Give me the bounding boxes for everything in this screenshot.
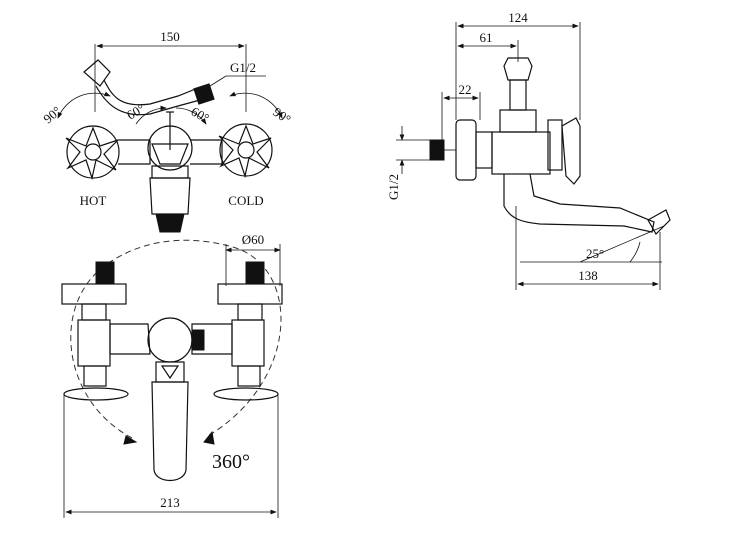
shower-holder [499,57,537,133]
angle-arcs: 90° 90° 60° 60° [40,91,294,127]
dim-thread-side: G1/2 [386,126,430,200]
dim-124: 124 [455,10,581,120]
cold-label: COLD [228,193,263,208]
dim-124-label: 124 [508,10,528,25]
dim-213-label: 213 [160,495,180,510]
dim-150: 150 [94,29,247,112]
dim-22: 22 [441,82,481,148]
diameter-label: Ø60 [242,232,264,247]
dim-61: 61 [457,30,519,62]
dim-213: 213 [63,394,279,518]
front-view: 150 G1/2 90° 90° 60° 60° [40,29,294,233]
dim-138-label: 138 [578,268,598,283]
spout-angle: 25° [520,225,665,263]
coupling-nut [475,131,493,169]
hot-handle [65,125,120,181]
dim-150-label: 150 [160,29,180,44]
shower-handle: G1/2 [83,59,266,116]
side-view: 124 61 22 G1/2 [386,10,671,290]
diverter [547,119,563,171]
angle-25-label: 25° [586,246,604,261]
mixer-body: HOT COLD [80,111,264,233]
inlet-connector [429,139,445,161]
thread-label-side: G1/2 [386,174,401,200]
dim-diameter: Ø60 [225,232,281,286]
angle-right-label: 90° [270,104,294,127]
top-left-handle [61,261,129,401]
hot-label: HOT [80,193,107,208]
top-right-handle [213,261,283,401]
top-center-body [109,317,233,482]
rotation-arc [70,239,282,439]
dim-138: 138 [515,206,661,290]
rotation-label: 360° [212,451,250,473]
angle-left-label: 90° [40,103,64,126]
spout [503,173,671,235]
dim-61-label: 61 [480,30,493,45]
thread-label-front: G1/2 [230,60,256,75]
cold-handle [218,123,273,179]
wall-flange [455,119,477,181]
diverter-knob [561,117,581,185]
angle-inner-right-label: 60° [189,104,212,126]
top-view: Ø60 360° [61,232,283,518]
valve-body [491,131,551,175]
dim-22-label: 22 [459,82,472,97]
